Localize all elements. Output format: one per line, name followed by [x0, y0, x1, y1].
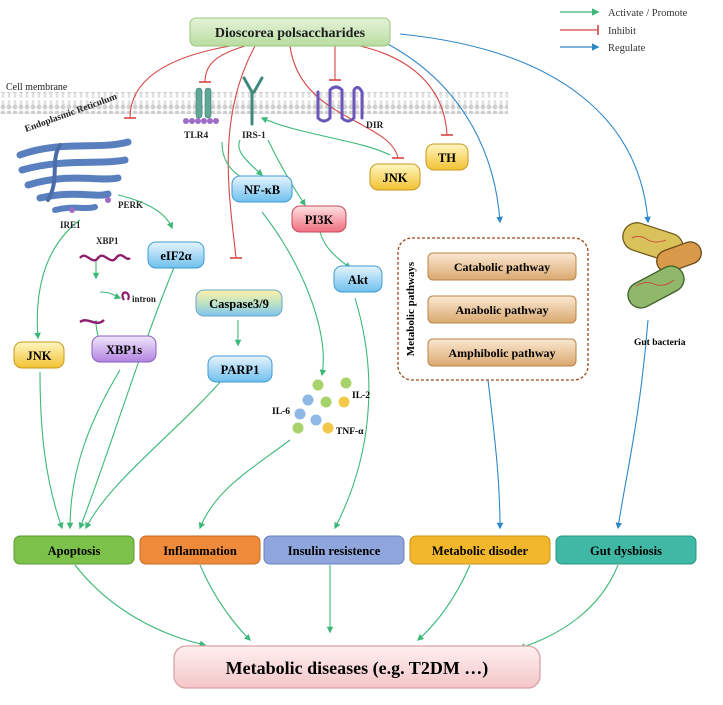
cell-membrane	[0, 92, 508, 114]
final-outcome-text: Metabolic diseases (e.g. T2DM …)	[226, 658, 489, 679]
metabolic-pathways-label: Metabolic pathways	[405, 261, 417, 356]
il2-label: IL-2	[352, 391, 370, 401]
title-text: Dioscorea polsaccharides	[215, 26, 366, 41]
ire1-label: IRE1	[60, 220, 81, 230]
anabolic-pathway-label: Anabolic pathway	[455, 303, 548, 317]
jnk-left-node: JNK	[13, 341, 65, 369]
akt-node: Akt	[333, 265, 383, 293]
intron-label: intron	[132, 294, 156, 304]
parp1-node: PARP1	[207, 355, 273, 383]
dir-label: DIR	[366, 121, 384, 131]
irs1-receptor-icon	[242, 76, 264, 126]
ire1-marker-icon	[69, 207, 75, 213]
svg-text:JNK: JNK	[27, 349, 52, 363]
xbp1-mrna-icon	[79, 254, 131, 262]
outcome-inflammation: Inflammation	[139, 535, 261, 565]
tlr4-receptor-icon	[183, 87, 219, 124]
svg-text:TH: TH	[438, 151, 456, 165]
endoplasmic-reticulum-icon	[16, 138, 132, 213]
svg-text:Metabolic disoder: Metabolic disoder	[432, 544, 529, 558]
legend-inhibit-label: Inhibit	[608, 26, 636, 37]
svg-text:eIF2α: eIF2α	[160, 249, 191, 263]
amphibolic-pathway-label: Amphibolic pathway	[448, 346, 555, 360]
metabolic-pathways-box: Metabolic pathways Catabolic pathway Ana…	[397, 237, 589, 381]
svg-text:Apoptosis: Apoptosis	[48, 544, 101, 558]
gut-bacteria-icon	[622, 222, 702, 309]
outcome-gut-dysbiosis: Gut dysbiosis	[555, 535, 697, 565]
cell-membrane-label: Cell membrane	[6, 82, 68, 93]
perk-label: PERK	[118, 200, 143, 210]
xbp1-label: XBP1	[96, 236, 119, 246]
tlr4-label: TLR4	[184, 131, 209, 141]
legend: Activate / Promote Inhibit Regulate	[560, 8, 688, 54]
svg-text:Insulin resistence: Insulin resistence	[288, 544, 381, 558]
catabolic-pathway-label: Catabolic pathway	[454, 260, 550, 274]
legend-activate-label: Activate / Promote	[608, 8, 688, 19]
th-node: TH	[425, 143, 469, 171]
irs1-label: IRS-1	[242, 131, 266, 141]
jnk-right-node: JNK	[369, 163, 421, 191]
cytokine-cluster-icon	[292, 377, 352, 434]
dir-receptor-icon	[316, 85, 364, 123]
perk-marker-icon	[105, 197, 111, 203]
il6-label: IL-6	[272, 407, 290, 417]
pi3k-node: PI3K	[291, 205, 347, 233]
legend-regulate-label: Regulate	[608, 43, 646, 54]
nfkb-node: NF-κB	[231, 175, 293, 203]
outcome-metabolic-disorder: Metabolic disoder	[409, 535, 551, 565]
gut-bacteria-label: Gut bacteria	[634, 338, 686, 348]
svg-text:JNK: JNK	[383, 171, 408, 185]
svg-text:Inflammation: Inflammation	[163, 544, 237, 558]
title-box: Dioscorea polsaccharides	[189, 17, 391, 47]
outcome-insulin-resistance: Insulin resistence	[263, 535, 405, 565]
outcome-apoptosis: Apoptosis	[13, 535, 135, 565]
svg-text:NF-κB: NF-κB	[244, 183, 280, 197]
connectors	[34, 33, 651, 650]
xbp1s-node: XBP1s	[91, 335, 157, 363]
intron-icon	[121, 291, 130, 301]
svg-text:XBP1s: XBP1s	[106, 343, 142, 357]
caspase-node: Caspase3/9	[195, 289, 283, 317]
svg-text:Gut dysbiosis: Gut dysbiosis	[590, 544, 662, 558]
tnfa-label: TNF-α	[336, 427, 364, 437]
svg-text:PI3K: PI3K	[305, 213, 334, 227]
svg-text:Caspase3/9: Caspase3/9	[209, 297, 269, 311]
svg-text:Akt: Akt	[348, 273, 369, 287]
spliced-mrna-icon	[79, 319, 105, 325]
eif2a-node: eIF2α	[147, 241, 205, 269]
svg-text:PARP1: PARP1	[221, 363, 260, 377]
final-outcome-box: Metabolic diseases (e.g. T2DM …)	[173, 645, 541, 689]
